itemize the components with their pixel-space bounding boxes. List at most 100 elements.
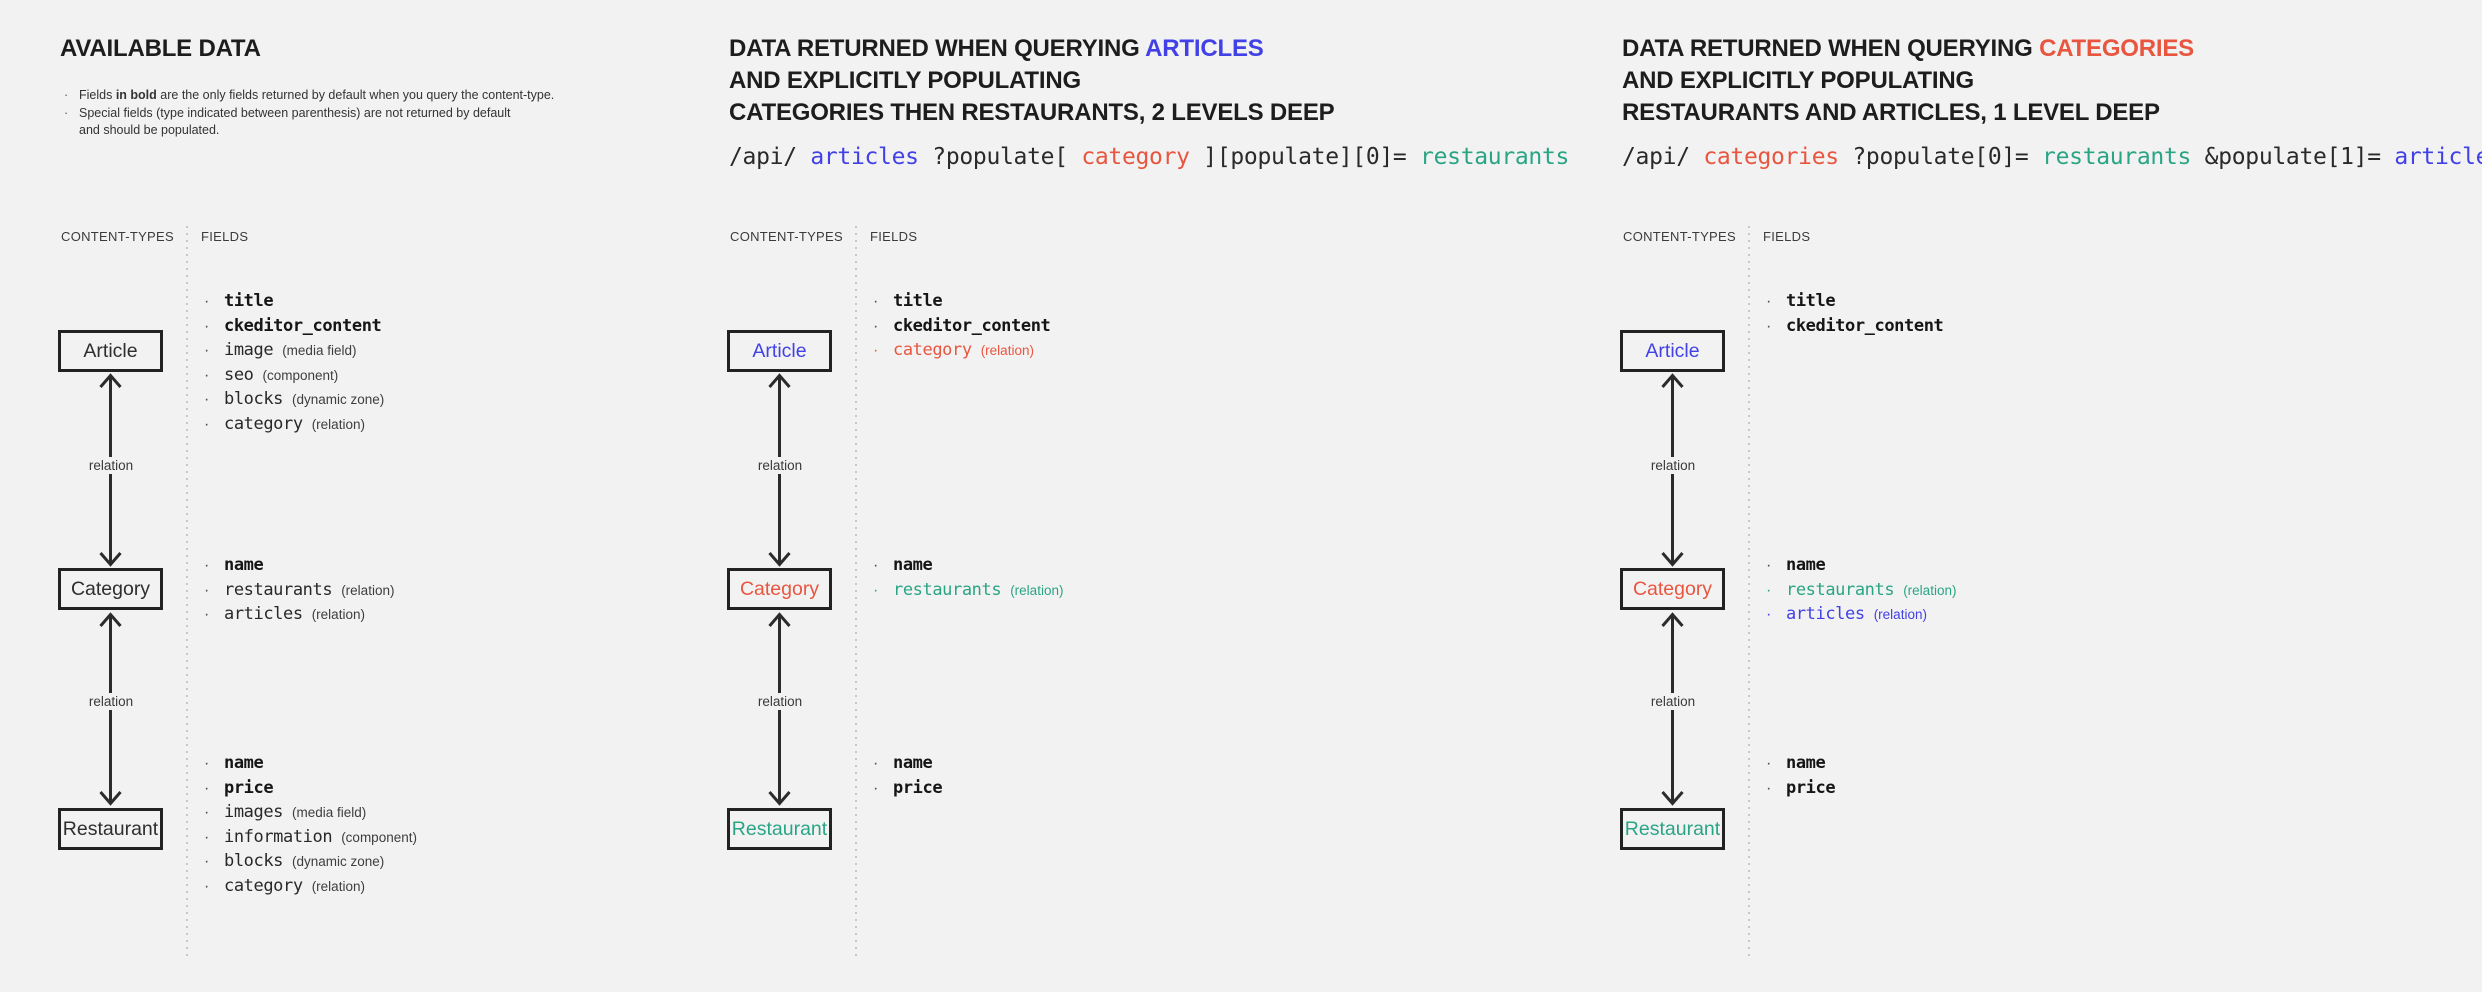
field-type: (media field): [292, 805, 367, 820]
url-segment: ][populate][0]=: [1203, 144, 1407, 170]
field-type: (component): [341, 829, 417, 845]
field-item: · ckeditor_content: [1766, 316, 1952, 341]
field-list: · name · price: [204, 753, 417, 900]
field-name: price: [893, 777, 943, 798]
bullet-icon: ·: [204, 804, 210, 821]
bullet-icon: ·: [1766, 317, 1772, 335]
field-name: price: [1786, 777, 1836, 798]
relation-label: relation: [735, 457, 825, 474]
bullet-icon: ·: [204, 606, 210, 623]
field-item: · articles (relation): [1766, 604, 1956, 629]
field-type: (relation): [1903, 582, 1957, 598]
field-item: · price: [204, 778, 417, 803]
url-segment: /api/: [729, 144, 797, 170]
bullet-icon: ·: [1766, 755, 1772, 772]
column-title: AVAILABLE DATA: [60, 33, 261, 65]
field-item: · ckeditor_content: [873, 316, 1059, 341]
fields-label: FIELDS: [1763, 229, 1811, 244]
bullet-icon: ·: [204, 557, 210, 574]
bullet-icon: ·: [873, 557, 879, 574]
content-type-box: Article: [727, 330, 832, 372]
bullet-icon: ·: [873, 342, 879, 359]
relation-label: relation: [1628, 457, 1718, 474]
field-type: (media field): [282, 343, 357, 358]
field-item: · ckeditor_content: [204, 316, 390, 341]
field-item: · title: [1766, 291, 1952, 316]
field-type: (relation): [341, 582, 395, 598]
bullet-icon: ·: [204, 415, 210, 433]
field-item: · restaurants (relation): [204, 580, 394, 605]
field-name: blocks: [224, 851, 284, 871]
title-line: AVAILABLE DATA: [60, 33, 261, 65]
content-type-box: Category: [727, 568, 832, 610]
diagram-column: DATA RETURNED WHEN QUERYING CATEGORIES A…: [1620, 0, 2482, 992]
bullet-icon: ·: [873, 293, 879, 310]
field-item: · title: [873, 291, 1059, 316]
field-name: name: [893, 753, 933, 773]
content-type-box: Article: [1620, 330, 1725, 372]
bullet-icon: ·: [1766, 557, 1772, 574]
field-list: · title · ckeditor_content: [873, 291, 1059, 365]
field-name: ckeditor_content: [224, 315, 382, 336]
box-label: Category: [739, 577, 820, 600]
url-segment: &populate[1]=: [2204, 144, 2381, 170]
content-type-box: Restaurant: [1620, 808, 1725, 850]
url-segment: categories: [1703, 144, 1839, 170]
bullet-icon: ·: [204, 293, 210, 310]
note-text: and should be populated.: [79, 123, 219, 137]
field-list: · name · price: [873, 753, 951, 802]
note-item: · Special fields (type indicated between…: [62, 105, 602, 123]
column-divider: [855, 226, 857, 958]
field-item: · restaurants (relation): [1766, 580, 1956, 605]
bullet-icon: ·: [64, 88, 69, 102]
bullet-icon: ·: [1766, 293, 1772, 310]
field-type: (relation): [980, 343, 1034, 358]
column-title: DATA RETURNED WHEN QUERYING ARTICLES AND…: [729, 33, 1335, 129]
bullet-icon: ·: [204, 828, 210, 846]
field-item: · name: [204, 555, 394, 580]
box-label: Restaurant: [1624, 817, 1721, 840]
content-types-label: CONTENT-TYPES: [61, 229, 174, 244]
title-segment: DATA RETURNED WHEN QUERYING: [729, 35, 1146, 62]
relation-label: relation: [66, 693, 156, 710]
field-type: (dynamic zone): [292, 392, 385, 407]
url-segment: restaurants: [1420, 144, 1570, 170]
field-name: ckeditor_content: [1786, 315, 1944, 336]
bullet-icon: ·: [204, 391, 210, 408]
field-item: · category (relation): [204, 414, 390, 439]
box-label: Category: [1632, 577, 1713, 600]
notes-list: · Fields in bold are the only fields ret…: [62, 87, 602, 140]
field-list: · name · restaurants (relation): [1766, 555, 1956, 629]
field-item: · category (relation): [873, 340, 1059, 365]
note-segment: in bold: [115, 88, 157, 102]
field-name: title: [893, 291, 943, 311]
bullet-icon: ·: [204, 342, 210, 359]
field-name: name: [224, 555, 264, 575]
field-item: · restaurants (relation): [873, 580, 1063, 605]
field-name: images: [224, 802, 284, 822]
url-segment: category: [1081, 144, 1190, 170]
field-item: · blocks (dynamic zone): [204, 389, 390, 414]
url-segment: articles: [810, 144, 919, 170]
field-name: restaurants: [1786, 579, 1895, 600]
title-segment: AND EXPLICITLY POPULATING: [729, 67, 1081, 94]
bullet-icon: ·: [873, 581, 879, 599]
bullet-icon: ·: [204, 755, 210, 772]
title-line: AND EXPLICITLY POPULATING: [729, 65, 1334, 97]
field-name: information: [224, 826, 333, 847]
bullet-icon: ·: [204, 779, 210, 797]
field-name: articles: [1786, 604, 1865, 624]
url-segment: /api/: [1622, 144, 1690, 170]
field-name: restaurants: [893, 579, 1002, 600]
diagram-column: DATA RETURNED WHEN QUERYING ARTICLES AND…: [727, 0, 1607, 992]
field-item: · articles (relation): [204, 604, 394, 629]
title-segment: AVAILABLE DATA: [60, 35, 261, 62]
note-item: · and should be populated.: [62, 122, 602, 140]
field-item: · seo (component): [204, 365, 390, 390]
box-label: Article: [752, 339, 807, 362]
relation-label: relation: [1628, 693, 1718, 710]
field-type: (component): [262, 367, 339, 383]
field-item: · title: [204, 291, 390, 316]
field-name: title: [1786, 291, 1836, 311]
field-list: · name · restaurants (relation): [204, 555, 394, 629]
